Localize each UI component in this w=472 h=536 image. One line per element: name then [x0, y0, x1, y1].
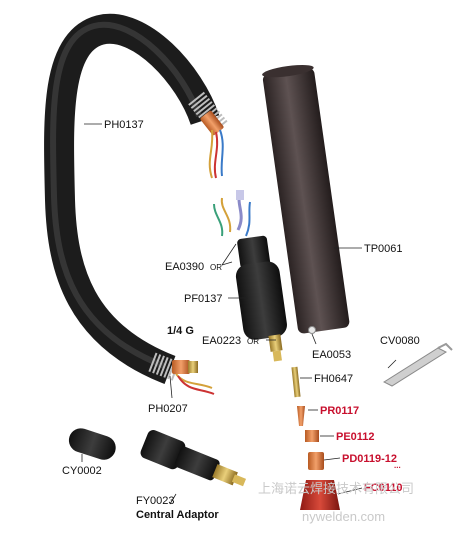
insulator-fh0647 [291, 366, 301, 398]
part-pe0112 [305, 430, 319, 442]
leader-fy0023 [169, 493, 177, 505]
ring-ea0053 [308, 326, 316, 334]
leader-ea0390b [221, 261, 233, 266]
leader-ph0207 [169, 375, 173, 399]
tip-pr0117 [297, 406, 305, 426]
tube-tp0061 [262, 64, 350, 334]
label-ea0223-or: OR [247, 337, 259, 346]
label-central-adaptor: Central Adaptor [136, 509, 219, 521]
label-ea0223: EA0223 [202, 335, 241, 347]
label-pe0112: PE0112 [336, 431, 375, 443]
label-pf0137: PF0137 [184, 293, 223, 305]
part-pd0119 [308, 452, 324, 470]
cable-ph0137 [44, 13, 228, 395]
label-cy0002: CY0002 [62, 465, 102, 477]
label-pr0117: PR0117 [320, 405, 359, 417]
label-ea0053: EA0053 [312, 349, 351, 361]
label-fc0110: FC0110 [364, 482, 403, 494]
leader-pd0119 [323, 457, 341, 461]
label-ph0207: PH0207 [148, 403, 188, 415]
label-ph0137: PH0137 [104, 119, 144, 131]
label-ea0390: EA0390 [165, 261, 204, 273]
watermark-url: nywelden.com [302, 509, 385, 524]
label-ea0390-or: OR [210, 263, 222, 272]
leader-fc0110 [337, 487, 363, 495]
watermark-company: 上海诺云焊接技术有限公司 [258, 481, 414, 496]
label-tp0061: TP0061 [364, 243, 403, 255]
central-adaptor-fy0023 [140, 430, 247, 487]
leader-cv0080 [387, 359, 397, 369]
leader-ea0390 [221, 243, 237, 266]
label-quarter-g: 1/4 G [167, 325, 194, 337]
handle-pf0137 [235, 235, 287, 362]
nozzle-fc0110 [300, 480, 340, 510]
lead-wires [213, 190, 251, 237]
clip-cv0080 [382, 347, 448, 387]
label-fy0023: FY0023 [136, 495, 175, 507]
label-fh0647: FH0647 [314, 373, 353, 385]
label-pd0119-mark: ... [394, 461, 401, 470]
leader-ea0053 [311, 333, 317, 345]
label-pd0119: PD0119-12 [342, 453, 397, 465]
cap-cy0002 [68, 428, 116, 460]
label-cv0080: CV0080 [380, 335, 420, 347]
